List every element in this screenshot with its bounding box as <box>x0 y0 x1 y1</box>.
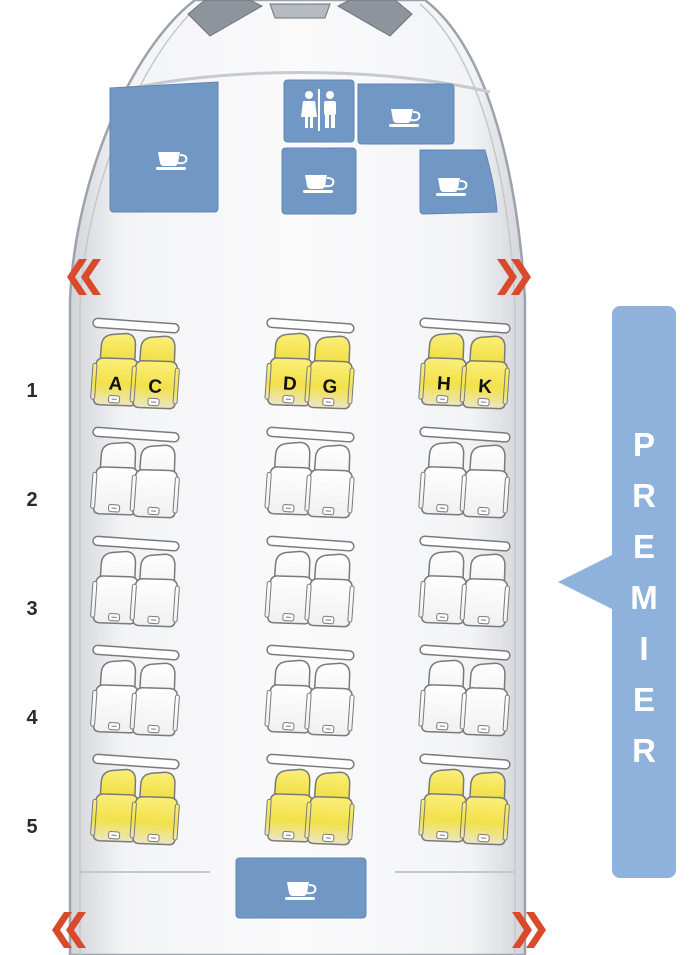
seat-pair <box>90 753 182 846</box>
coffee-cup-icon <box>389 109 421 127</box>
seat[interactable] <box>459 552 512 628</box>
seat-console <box>266 317 355 334</box>
seat-row <box>90 644 512 737</box>
galley-facility <box>109 81 219 213</box>
seat[interactable] <box>304 443 356 519</box>
exit-arrow-right-icon <box>497 259 531 295</box>
seat-pair <box>264 535 356 628</box>
cabin-label-pointer <box>558 555 612 609</box>
seat-row <box>90 426 512 519</box>
cockpit-bulkhead <box>114 71 491 94</box>
seat[interactable] <box>459 443 512 519</box>
seat-letter: H <box>436 373 451 395</box>
seat-console <box>92 317 180 334</box>
seat-letter: C <box>147 376 162 398</box>
seat[interactable] <box>418 549 470 625</box>
seat-pair <box>418 535 512 628</box>
seat[interactable] <box>264 549 316 625</box>
seat-console <box>266 535 355 552</box>
galley-facility <box>419 149 498 215</box>
seat[interactable]: D <box>264 331 316 407</box>
seat-console <box>419 753 511 770</box>
cabin-class-label: P R E M I E R <box>612 306 676 878</box>
seat-console <box>419 535 511 552</box>
seat-console <box>419 426 511 443</box>
coffee-cup-icon <box>303 175 335 193</box>
seat-letter: G <box>322 376 338 398</box>
seat[interactable] <box>264 440 316 516</box>
seat[interactable] <box>264 658 316 734</box>
seat-console <box>92 644 180 661</box>
seat-console <box>419 644 511 661</box>
seat-console <box>92 426 180 443</box>
seat[interactable] <box>459 661 512 737</box>
seat-pair <box>90 644 182 737</box>
galley-facility <box>357 83 455 145</box>
seat-pair <box>90 535 182 628</box>
coffee-cup-icon <box>156 152 188 170</box>
seat[interactable] <box>304 552 356 628</box>
row-number: 1 <box>26 380 38 402</box>
seat[interactable]: G <box>304 334 356 410</box>
seat[interactable]: H <box>418 331 470 407</box>
seat[interactable] <box>129 443 182 519</box>
coffee-cup-icon <box>436 178 468 196</box>
seat-letter: K <box>478 376 493 398</box>
row-number: 5 <box>26 816 38 838</box>
seat-letter: A <box>108 373 123 395</box>
seat-letter: D <box>282 373 297 395</box>
galley-facility <box>281 147 357 215</box>
seat[interactable] <box>90 549 142 625</box>
exit-arrow-right-icon <box>512 912 546 948</box>
seat[interactable]: K <box>459 334 512 410</box>
coffee-cup-icon <box>285 882 317 900</box>
cabin-class-label-text: P R E M I E R <box>630 426 658 769</box>
galley-facility <box>235 857 367 919</box>
seat-console <box>92 535 180 552</box>
seat[interactable] <box>264 767 316 843</box>
row-number: 2 <box>26 489 38 511</box>
seat-row <box>90 535 512 628</box>
lavatory-facility <box>283 79 355 143</box>
seat[interactable] <box>418 658 470 734</box>
seat-pair <box>418 644 512 737</box>
seat[interactable] <box>304 770 356 846</box>
seat[interactable]: C <box>129 334 182 410</box>
seat-pair <box>264 426 356 519</box>
seat[interactable] <box>459 770 512 846</box>
seat[interactable]: A <box>90 331 142 407</box>
seat[interactable] <box>304 661 356 737</box>
row-number: 4 <box>26 707 38 729</box>
seat-console <box>266 753 355 770</box>
seat[interactable] <box>418 767 470 843</box>
row-number: 3 <box>26 598 38 620</box>
exit-arrow-left-icon <box>67 259 101 295</box>
seat-pair <box>90 426 182 519</box>
seat-pair <box>264 753 356 846</box>
exit-arrow-left-icon <box>52 912 86 948</box>
lavatory-icon <box>301 89 336 131</box>
cockpit-windows <box>187 0 413 37</box>
seat-console <box>266 644 355 661</box>
seat-pair <box>264 644 356 737</box>
seat[interactable] <box>129 552 182 628</box>
seat-console <box>419 317 511 334</box>
seat-console <box>92 753 180 770</box>
seat-pair <box>418 426 512 519</box>
seat[interactable] <box>129 661 182 737</box>
seat-row <box>90 753 512 846</box>
seat-pair <box>418 753 512 846</box>
seat[interactable] <box>129 770 182 846</box>
seat-console <box>266 426 355 443</box>
